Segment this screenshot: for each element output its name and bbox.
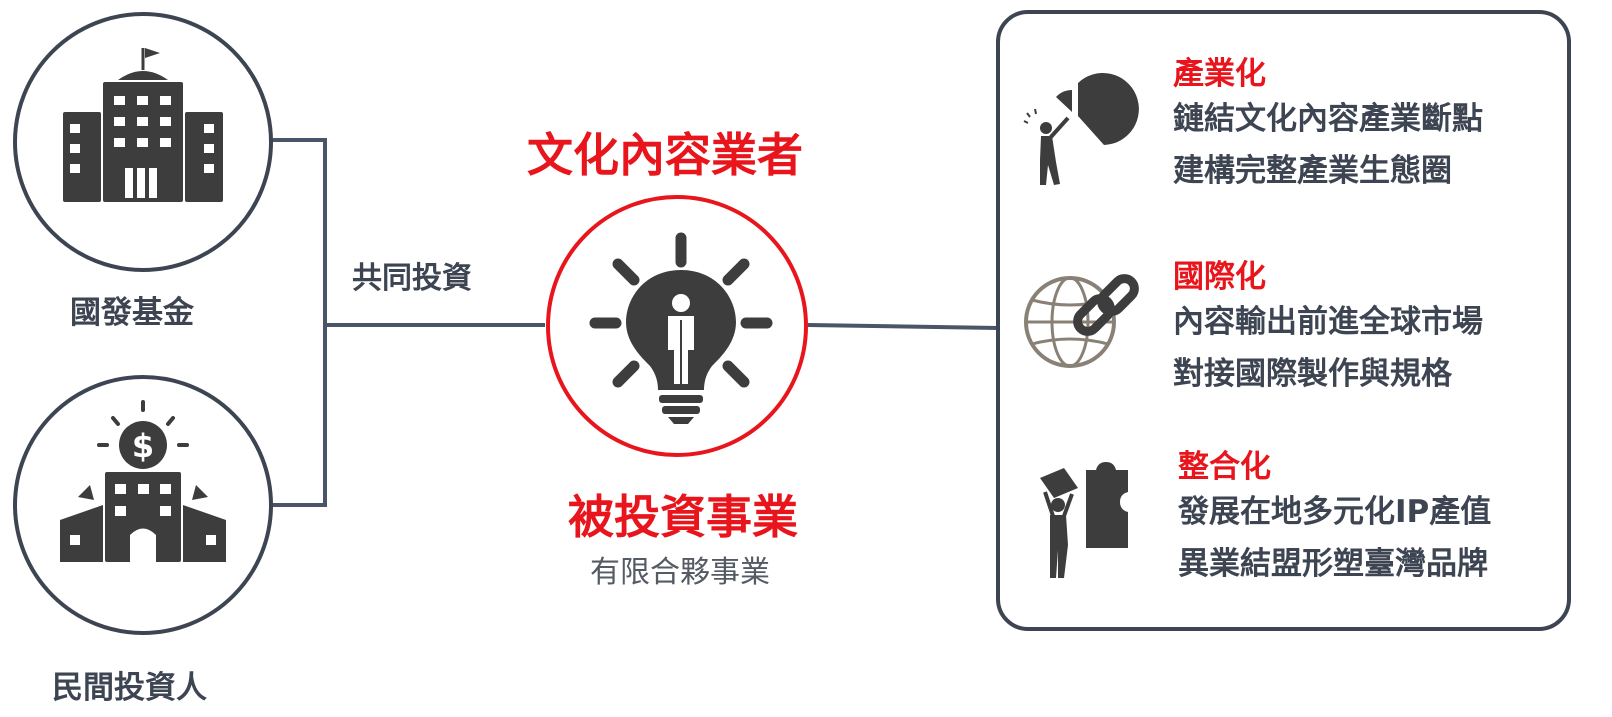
feature-line: 對接國際製作與規格: [1173, 356, 1452, 392]
bank-investor-icon: $: [60, 400, 226, 562]
feature-line: 建構完整產業生態圈: [1173, 153, 1452, 189]
lightbulb-person-icon: [589, 232, 773, 424]
feature-line: 內容輸出前進全球市場: [1173, 304, 1483, 340]
feature-line: 異業結盟形塑臺灣品牌: [1178, 546, 1488, 582]
feature-item: 產業化 鏈結文化內容產業斷點 建構完整產業生態圈: [1173, 48, 1483, 197]
feature-line: 發展在地多元化IP產值: [1178, 494, 1492, 530]
person-pie-chart-icon: [1023, 73, 1139, 185]
feature-title: 產業化: [1173, 56, 1266, 92]
connector-label: 共同投資: [352, 261, 472, 296]
feature-item: 整合化 發展在地多元化IP產值 異業結盟形塑臺灣品牌: [1178, 441, 1491, 590]
feature-title: 國際化: [1173, 259, 1266, 295]
svg-text:$: $: [132, 427, 154, 465]
center-title: 被投資事業: [568, 490, 798, 544]
center-to-features-line: [807, 323, 999, 330]
investor-label-2: 民間投資人: [52, 670, 207, 706]
investor-label-1: 國發基金: [70, 295, 194, 331]
center-top-label: 文化內容業者: [527, 128, 803, 182]
government-building-icon: [63, 48, 223, 202]
investor-bracket: [270, 138, 327, 507]
center-subtitle: 有限合夥事業: [590, 555, 770, 590]
feature-line: 鏈結文化內容產業斷點: [1173, 101, 1483, 137]
feature-title: 整合化: [1178, 449, 1271, 485]
globe-chain-icon: [1024, 274, 1139, 368]
puzzle-person-icon: [1040, 462, 1128, 578]
connector-lines: [270, 138, 999, 507]
feature-panel: [996, 10, 1571, 631]
feature-item: 國際化 內容輸出前進全球市場 對接國際製作與規格: [1173, 251, 1483, 400]
